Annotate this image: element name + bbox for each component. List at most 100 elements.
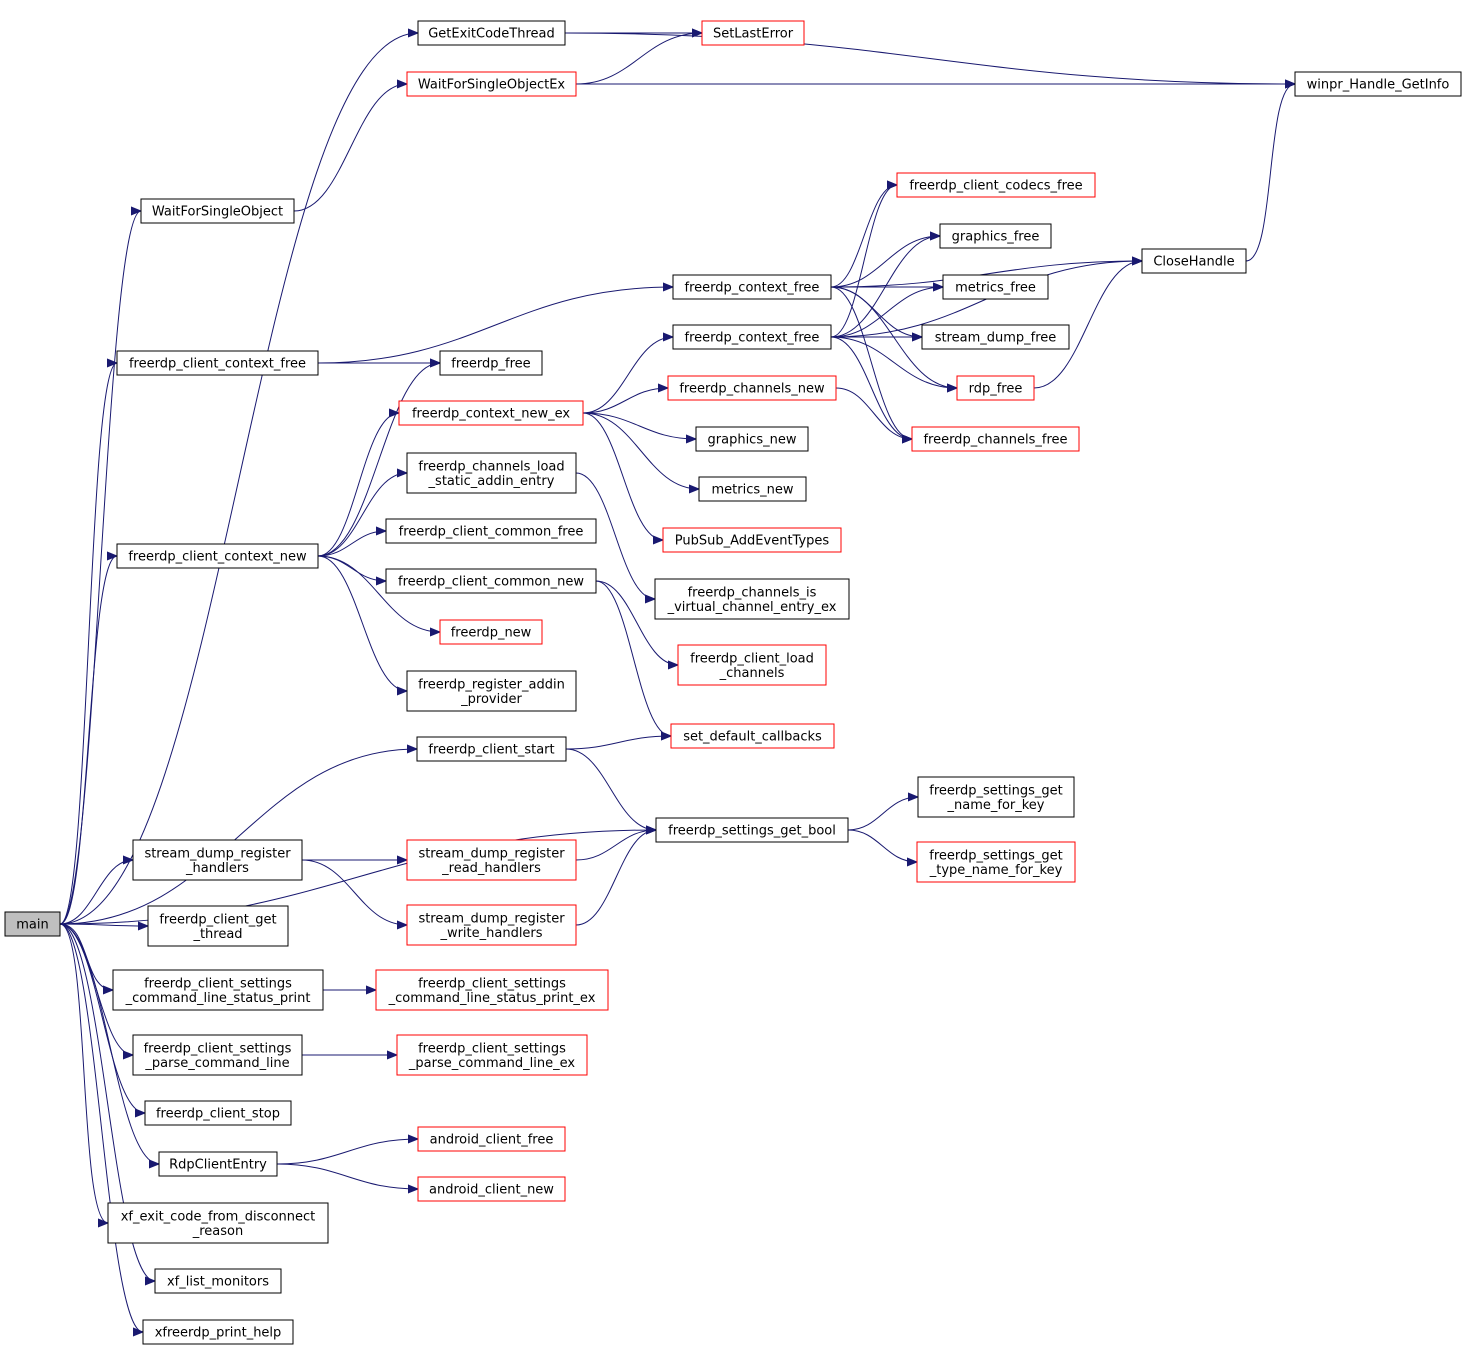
node-label: freerdp_client_settings <box>144 1041 292 1056</box>
node-metrics_free[interactable]: metrics_free <box>942 274 1049 300</box>
node-label: graphics_free <box>952 230 1040 245</box>
node-stream_dump_register_handlers[interactable]: stream_dump_register_handlers <box>132 839 303 881</box>
edge-freerdp_context_new_ex-to-graphics_new <box>582 412 696 439</box>
node-label: freerdp_free <box>451 357 530 372</box>
node-rdp_free[interactable]: rdp_free <box>956 375 1035 401</box>
node-freerdp_channels_free[interactable]: freerdp_channels_free <box>911 426 1080 452</box>
node-label: CloseHandle <box>1153 255 1234 270</box>
node-label: freerdp_channels_new <box>679 382 825 397</box>
node-box <box>911 426 1080 452</box>
node-label: RdpClientEntry <box>169 1158 267 1173</box>
edge-freerdp_context_free_1-to-freerdp_client_codecs_free <box>830 185 898 288</box>
node-box <box>417 1176 566 1202</box>
node-CloseHandle[interactable]: CloseHandle <box>1141 248 1247 274</box>
edge-main-to-WaitForSingleObject <box>59 211 142 925</box>
edge-freerdp_client_context_new-to-freerdp_register_addin_provider <box>317 555 407 691</box>
node-label: freerdp_client_start <box>428 743 554 758</box>
node-box <box>144 1100 292 1126</box>
edge-RdpClientEntry-to-android_client_free <box>276 1139 418 1165</box>
node-freerdp_context_new_ex[interactable]: freerdp_context_new_ex <box>398 400 584 426</box>
node-stream_dump_free[interactable]: stream_dump_free <box>921 324 1070 350</box>
node-label: metrics_free <box>955 281 1036 296</box>
node-freerdp_client_settings_parse_command_line[interactable]: freerdp_client_settings_parse_command_li… <box>132 1034 303 1076</box>
node-freerdp_context_free_2[interactable]: freerdp_context_free <box>672 324 832 350</box>
node-freerdp_settings_get_name_for_key[interactable]: freerdp_settings_get_name_for_key <box>917 776 1075 818</box>
node-box <box>921 324 1070 350</box>
node-freerdp_client_stop[interactable]: freerdp_client_stop <box>144 1100 292 1126</box>
node-freerdp_client_common_free[interactable]: freerdp_client_common_free <box>385 518 597 544</box>
node-label: main <box>16 918 48 933</box>
node-box <box>417 20 566 46</box>
node-box <box>385 568 597 594</box>
node-freerdp_channels_load_static_addin_entry[interactable]: freerdp_channels_load_static_addin_entry <box>406 452 577 494</box>
node-label: GetExitCodeThread <box>428 27 555 42</box>
edge-WaitForSingleObjectEx-to-SetLastError <box>575 33 702 85</box>
node-box <box>670 723 835 749</box>
node-label: _name_for_key <box>947 798 1045 813</box>
node-label: freerdp_client_settings <box>418 976 566 991</box>
node-freerdp_client_start[interactable]: freerdp_client_start <box>416 736 567 762</box>
node-metrics_new[interactable]: metrics_new <box>698 476 807 502</box>
edge-WaitForSingleObject-to-WaitForSingleObjectEx <box>293 84 407 212</box>
node-xf_exit_code_from_disconnect_reason[interactable]: xf_exit_code_from_disconnect_reason <box>107 1202 329 1244</box>
edge-freerdp_context_new_ex-to-metrics_new <box>582 412 699 489</box>
node-freerdp_client_load_channels[interactable]: freerdp_client_load_channels <box>677 644 827 686</box>
node-label: _command_line_status_print_ex <box>388 991 596 1006</box>
edge-RdpClientEntry-to-android_client_new <box>276 1163 418 1189</box>
node-box <box>406 670 577 712</box>
node-freerdp_settings_get_type_name_for_key[interactable]: freerdp_settings_get_type_name_for_key <box>916 841 1076 883</box>
node-freerdp_settings_get_bool[interactable]: freerdp_settings_get_bool <box>655 817 849 843</box>
node-SetLastError[interactable]: SetLastError <box>701 20 805 46</box>
edge-freerdp_channels_load_static_addin_entry-to-freerdp_channels_is_virtual_channel_entry_ex <box>575 472 655 599</box>
node-xfreerdp_print_help[interactable]: xfreerdp_print_help <box>142 1319 294 1345</box>
node-freerdp_new[interactable]: freerdp_new <box>439 619 543 645</box>
node-label: freerdp_settings_get <box>929 783 1062 798</box>
node-label: freerdp_context_free <box>685 331 820 346</box>
node-android_client_free[interactable]: android_client_free <box>417 1126 566 1152</box>
node-box <box>662 527 842 553</box>
node-winpr_Handle_GetInfo[interactable]: winpr_Handle_GetInfo <box>1294 71 1462 97</box>
node-WaitForSingleObject[interactable]: WaitForSingleObject <box>140 198 295 224</box>
node-freerdp_channels_new[interactable]: freerdp_channels_new <box>667 375 837 401</box>
node-graphics_new[interactable]: graphics_new <box>695 426 809 452</box>
node-freerdp_register_addin_provider[interactable]: freerdp_register_addin_provider <box>406 670 577 712</box>
node-label: _static_addin_entry <box>428 474 555 489</box>
node-label: WaitForSingleObject <box>152 205 283 220</box>
node-label: rdp_free <box>969 382 1023 397</box>
edge-freerdp_client_common_new-to-freerdp_client_load_channels <box>595 580 678 665</box>
node-freerdp_client_get_thread[interactable]: freerdp_client_get_thread <box>147 905 289 947</box>
node-freerdp_client_common_new[interactable]: freerdp_client_common_new <box>385 568 597 594</box>
node-label: _reason <box>192 1224 244 1239</box>
edge-freerdp_context_free_1-to-freerdp_channels_free <box>830 286 912 439</box>
node-set_default_callbacks[interactable]: set_default_callbacks <box>670 723 835 749</box>
node-label: set_default_callbacks <box>683 730 822 745</box>
node-box <box>375 969 609 1011</box>
node-freerdp_client_settings_command_line_status_print_ex[interactable]: freerdp_client_settings_command_line_sta… <box>375 969 609 1011</box>
node-freerdp_client_settings_parse_command_line_ex[interactable]: freerdp_client_settings_parse_command_li… <box>396 1034 588 1076</box>
node-freerdp_client_settings_command_line_status_print[interactable]: freerdp_client_settings_command_line_sta… <box>112 969 324 1011</box>
edge-main-to-stream_dump_register_handlers <box>59 860 133 925</box>
node-box <box>1294 71 1462 97</box>
node-stream_dump_register_read_handlers[interactable]: stream_dump_register_read_handlers <box>406 839 577 881</box>
node-PubSub_AddEventTypes[interactable]: PubSub_AddEventTypes <box>662 527 842 553</box>
node-WaitForSingleObjectEx[interactable]: WaitForSingleObjectEx <box>406 71 577 97</box>
node-graphics_free[interactable]: graphics_free <box>939 223 1052 249</box>
node-box <box>132 839 303 881</box>
node-xf_list_monitors[interactable]: xf_list_monitors <box>154 1268 282 1294</box>
edge-freerdp_client_common_new-to-set_default_callbacks <box>595 580 672 736</box>
node-label: PubSub_AddEventTypes <box>675 534 830 549</box>
node-freerdp_client_codecs_free[interactable]: freerdp_client_codecs_free <box>896 172 1096 198</box>
node-android_client_new[interactable]: android_client_new <box>417 1176 566 1202</box>
node-box <box>116 350 319 376</box>
node-label: _type_name_for_key <box>929 863 1063 878</box>
node-freerdp_context_free_1[interactable]: freerdp_context_free <box>672 274 832 300</box>
node-RdpClientEntry[interactable]: RdpClientEntry <box>158 1151 278 1177</box>
node-GetExitCodeThread[interactable]: GetExitCodeThread <box>417 20 566 46</box>
node-freerdp_client_context_new[interactable]: freerdp_client_context_new <box>116 543 319 569</box>
node-freerdp_channels_is_virtual_channel_entry_ex[interactable]: freerdp_channels_is_virtual_channel_entr… <box>654 578 850 620</box>
node-freerdp_free[interactable]: freerdp_free <box>439 350 543 376</box>
node-freerdp_client_context_free[interactable]: freerdp_client_context_free <box>116 350 319 376</box>
node-box <box>956 375 1035 401</box>
node-stream_dump_register_write_handlers[interactable]: stream_dump_register_write_handlers <box>406 904 577 946</box>
